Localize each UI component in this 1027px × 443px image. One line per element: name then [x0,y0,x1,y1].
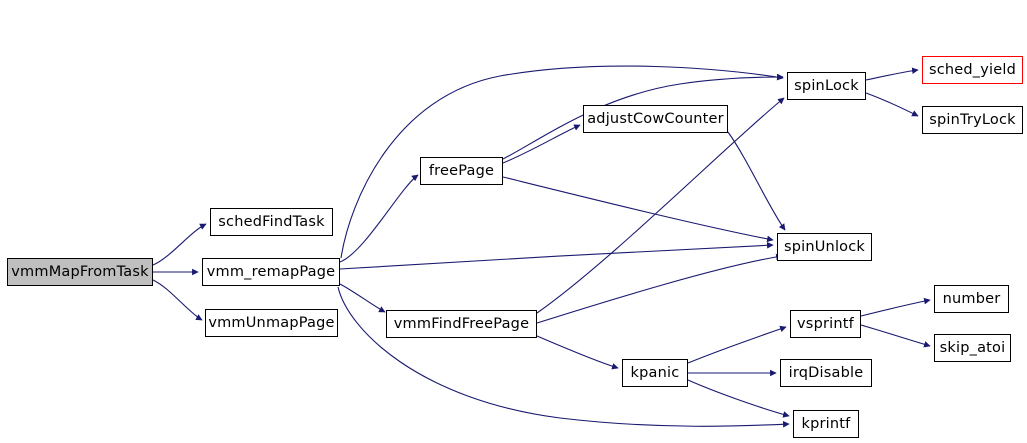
edge-vmmFindFreePage-to-spinLock [536,97,785,314]
node-label: spinUnlock [783,238,866,255]
edge-freePage-to-adjustCowCounter [502,124,581,164]
node-irqDisable[interactable]: irqDisable [780,359,872,387]
node-kpanic[interactable]: kpanic [622,359,688,387]
node-vsprintf[interactable]: vsprintf [790,310,861,338]
node-label: vsprintf [797,315,854,332]
node-spinTryLock[interactable]: spinTryLock [922,106,1023,134]
edge-vmm_remapPage-to-kprintf [337,286,790,428]
node-label: kpanic [630,364,680,381]
node-label: skip_atoi [939,339,1006,356]
node-sched_yield[interactable]: sched_yield [922,56,1023,84]
node-kprintf[interactable]: kprintf [793,410,859,438]
node-label: vmmFindFreePage [393,315,530,332]
node-label: sched_yield [928,61,1017,78]
edge-freePage-to-spinUnlock [502,176,774,243]
node-label: vmmMapFromTask [11,263,149,280]
edge-vsprintf-to-number [860,297,931,317]
node-label: spinTryLock [929,111,1016,128]
edge-kpanic-to-vsprintf [687,325,787,364]
node-label: irqDisable [788,364,864,381]
node-label: vmm_remapPage [206,263,336,280]
node-label: number [942,290,1001,307]
node-number[interactable]: number [934,285,1009,313]
node-label: kprintf [801,415,851,432]
edge-vmmMapFromTask-to-vmmUnmapPage [152,279,203,321]
node-spinLock[interactable]: spinLock [787,72,866,100]
node-skip_atoi[interactable]: skip_atoi [934,334,1011,362]
edge-adjustCowCounter-to-spinUnlock [727,131,786,231]
edges-group [152,65,931,428]
node-label: schedFindTask [218,213,325,230]
edge-vmm_remapPage-to-freePage [339,174,419,263]
node-schedFindTask[interactable]: schedFindTask [210,208,333,236]
node-label: spinLock [794,77,859,94]
node-vmmFindFreePage[interactable]: vmmFindFreePage [386,310,537,338]
edge-vmmMapFromTask-to-schedFindTask [152,223,207,266]
node-vmm_remapPage[interactable]: vmm_remapPage [202,258,340,286]
edge-vmmFindFreePage-to-kpanic [536,335,619,370]
node-freePage[interactable]: freePage [420,157,503,185]
edge-vsprintf-to-skip_atoi [860,324,931,348]
edge-vmm_remapPage-to-spinUnlock [339,241,774,270]
node-label: adjustCowCounter [587,110,724,127]
node-spinUnlock[interactable]: spinUnlock [777,233,872,261]
edge-spinLock-to-sched_yield [865,67,919,81]
edge-vmmFindFreePage-to-spinUnlock [536,253,783,324]
edge-freePage-to-spinLock [502,73,784,160]
edge-vmm_remapPage-to-vmmFindFreePage [339,283,386,313]
node-adjustCowCounter[interactable]: adjustCowCounter [583,105,728,133]
node-label: vmmUnmapPage [208,314,335,331]
edge-vmm_remapPage-to-spinLock [340,65,784,259]
node-vmmUnmapPage[interactable]: vmmUnmapPage [205,309,338,337]
edge-kpanic-to-kprintf [687,379,790,418]
edge-spinLock-to-spinTryLock [865,92,919,117]
node-label: freePage [428,162,495,179]
node-vmmMapFromTask[interactable]: vmmMapFromTask [7,258,153,286]
